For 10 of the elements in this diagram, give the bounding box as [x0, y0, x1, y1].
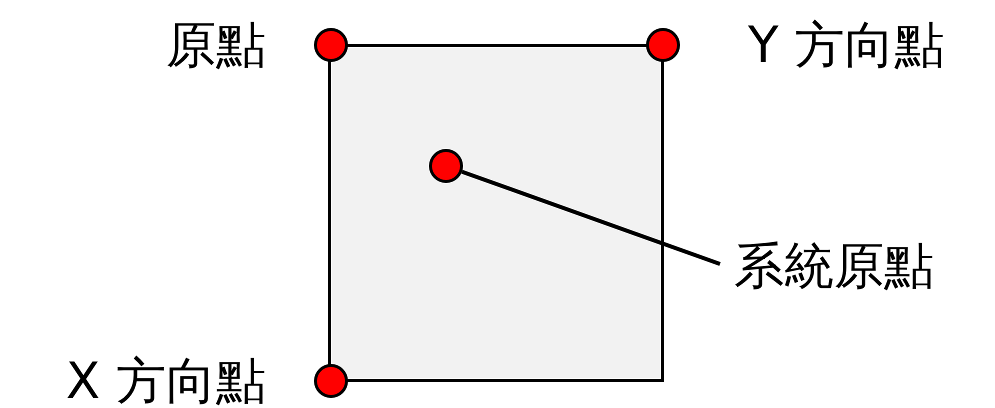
leader-line	[461, 170, 721, 266]
corner-point-dot	[314, 28, 348, 62]
square-area	[328, 44, 664, 382]
corner-point-dot	[646, 28, 680, 62]
corner-point-dot	[314, 364, 348, 398]
point-label: Y 方向點	[748, 15, 944, 75]
point-label: X 方向點	[66, 351, 266, 408]
center-point-dot	[429, 149, 463, 183]
point-label: 原點	[166, 15, 266, 75]
point-label: 系統原點	[734, 236, 935, 296]
